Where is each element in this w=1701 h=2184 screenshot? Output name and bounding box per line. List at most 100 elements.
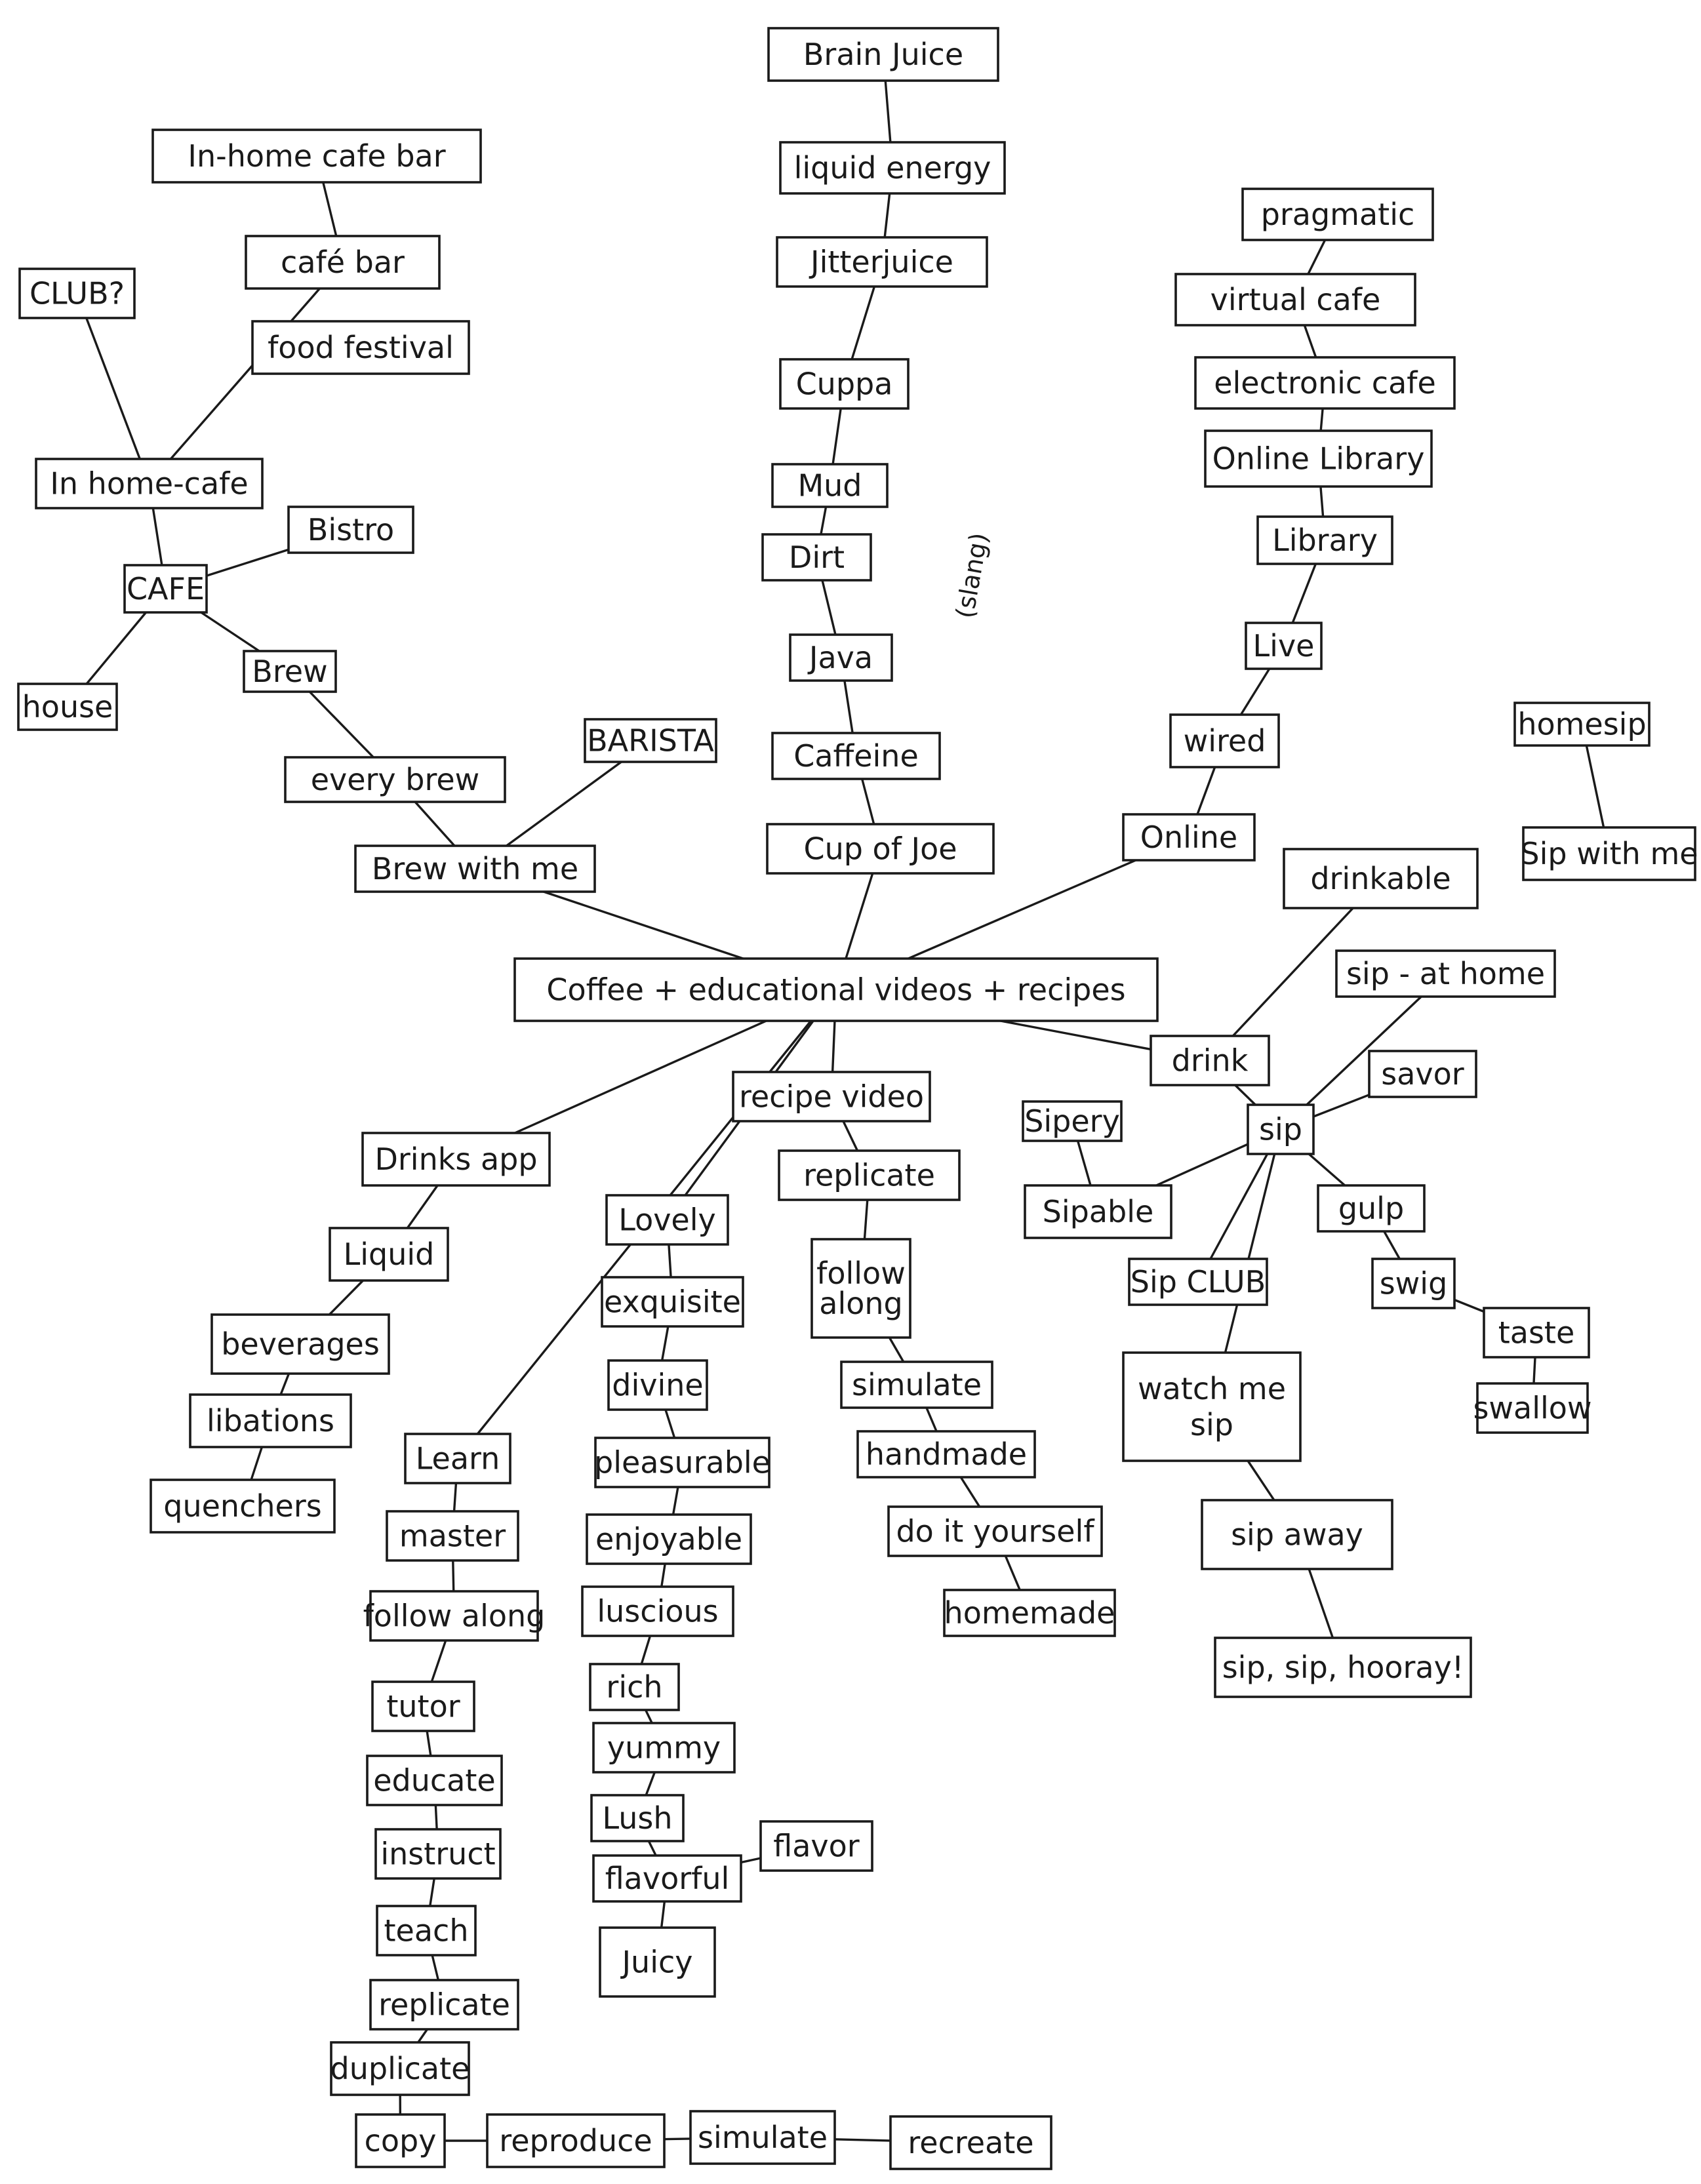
edge-tutor-to-educate (426, 1730, 432, 1757)
node-virtual-cafe: virtual cafe (1174, 273, 1416, 327)
node-label: simulate (852, 1367, 982, 1402)
node-lush: Lush (590, 1794, 685, 1842)
node-box (1128, 1258, 1268, 1306)
node-label: house (22, 689, 113, 725)
node-sip: sip (1247, 1103, 1315, 1155)
node-drinkable: drinkable (1283, 848, 1479, 909)
edge-instruct-to-teach (429, 1877, 435, 1907)
node-cafe-bar: café bar (245, 235, 441, 290)
node-box (607, 1359, 708, 1411)
annotations: (slang) (950, 530, 993, 620)
node-box (251, 320, 470, 375)
edge-center-to-recipe-video (831, 1020, 836, 1073)
node-box (376, 1905, 477, 1956)
edge-lovely-to-exquisite (668, 1243, 672, 1279)
node-label: Cuppa (796, 367, 893, 402)
node-lovely: Lovely (605, 1194, 729, 1246)
node-replicate-l: replicate (369, 1979, 519, 2031)
node-house: house (17, 683, 118, 731)
node-barista: BARISTA (584, 718, 717, 763)
node-dirt: Dirt (761, 533, 872, 582)
edge-wired-to-live (1239, 667, 1271, 716)
node-label: Juicy (620, 1945, 692, 1980)
node-box (1245, 622, 1323, 670)
node-label: follow along (363, 1598, 546, 1634)
node-label: Sip with me (1520, 836, 1698, 871)
edge-luscious-to-rich (640, 1635, 652, 1665)
edge-center-to-online (907, 859, 1137, 960)
node-sipery: Sipery (1022, 1100, 1123, 1142)
node-box (778, 1149, 961, 1201)
node-label: sip (1259, 1112, 1302, 1147)
node-label: master (399, 1519, 506, 1554)
node-drinks-app: Drinks app (361, 1132, 551, 1187)
node-label: pleasurable (594, 1445, 770, 1480)
node-beverages: beverages (210, 1313, 390, 1375)
node-jitterjuice: Jitterjuice (776, 236, 988, 288)
node-box (779, 141, 1006, 195)
node-box (243, 650, 337, 693)
node-box (761, 533, 872, 582)
node-box (1256, 515, 1393, 565)
node-label: Online (1140, 820, 1237, 855)
node-label: Bistro (308, 512, 394, 547)
node-label: virtual cafe (1211, 282, 1381, 317)
node-label: Online Library (1212, 441, 1425, 477)
node-label: enjoyable (595, 1522, 742, 1557)
edge-center-to-brew-with-me (542, 890, 744, 960)
node-savor: savor (1368, 1050, 1477, 1098)
node-box (329, 1227, 449, 1282)
node-label: Drinks app (374, 1142, 537, 1177)
edge-sip-to-sip-at-home (1306, 995, 1423, 1106)
edge-recipe-video-to-replicate-r (842, 1120, 859, 1152)
node-label: simulate (698, 2120, 828, 2155)
node-educate: educate (366, 1755, 503, 1806)
node-label: quenchers (163, 1488, 321, 1524)
node-box (581, 1585, 734, 1637)
node-label: Sipery (1024, 1103, 1120, 1139)
edge-sip-to-gulp (1308, 1153, 1346, 1187)
edge-simulate-r-to-handmade (925, 1406, 938, 1433)
node-tutor: tutor (371, 1680, 475, 1732)
edge-replicate-l-to-duplicate (416, 2028, 429, 2044)
node-label: replicate (803, 1158, 935, 1193)
node-pleasurable: pleasurable (594, 1437, 770, 1488)
node-label: do it yourself (896, 1514, 1095, 1549)
node-label: Liquid (344, 1237, 435, 1272)
node-label: Brew with me (372, 851, 578, 886)
node-label: instruct (380, 1837, 495, 1872)
node-box (594, 1437, 770, 1488)
node-box (366, 1755, 503, 1806)
node-box (1522, 826, 1696, 881)
edge-follow-along-l-to-tutor (430, 1639, 447, 1683)
edge-replicate-r-to-follow-along-r (863, 1199, 869, 1241)
node-label: swallow (1473, 1391, 1591, 1426)
node-label: Coffee + educational videos + recipes (546, 972, 1125, 1008)
node-label: wired (1184, 723, 1266, 759)
node-box (759, 1820, 873, 1872)
node-homesip: homesip (1513, 702, 1651, 747)
node-online-library: Online Library (1204, 429, 1433, 488)
edge-in-home-cafe-to-cafe-bar (169, 287, 321, 460)
edge-dirt-to-mud (820, 506, 828, 536)
node-sip-at-home: sip - at home (1335, 949, 1556, 998)
node-label: flavorful (605, 1861, 730, 1896)
node-label: copy (365, 2123, 437, 2158)
edge-master-to-follow-along-l (452, 1559, 455, 1593)
idea-boxes: Coffee + educational videos + recipes Bre… (17, 27, 1698, 2170)
node-label: homesip (1517, 707, 1646, 742)
node-box (771, 732, 941, 780)
edge-cuppa-to-jitterjuice (850, 285, 876, 361)
node-box (150, 1479, 336, 1534)
node-cup-of-joe: Cup of Joe (766, 823, 995, 875)
node-label: In-home cafe bar (188, 138, 445, 174)
edge-center-to-cup-of-joe (845, 872, 874, 960)
node-liquid: Liquid (329, 1227, 449, 1282)
node-label: liquid energy (794, 150, 991, 186)
node-in-home-cafe-bar: In-home cafe bar (151, 129, 482, 184)
edge-caffeine-to-java (843, 679, 854, 734)
node-pragmatic: pragmatic (1241, 188, 1434, 241)
node-box (589, 1663, 680, 1711)
node-label: Caffeine (793, 738, 919, 774)
